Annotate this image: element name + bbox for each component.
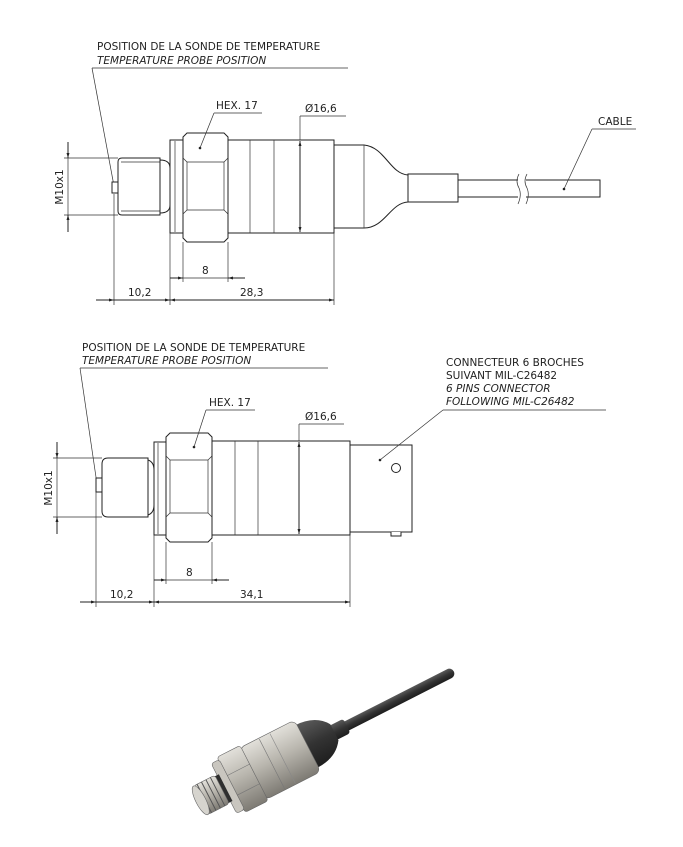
sensor-body	[227, 139, 335, 234]
sensor-body	[211, 440, 351, 536]
thread-label: M10x1	[43, 470, 55, 505]
dim-body-length: 34,1	[240, 589, 263, 601]
thread-fitting	[101, 457, 149, 518]
cable-break-mark	[516, 173, 529, 205]
dim-body-length: 28,3	[240, 287, 263, 299]
connector-key	[391, 463, 401, 473]
flange	[153, 441, 167, 536]
temperature-probe	[95, 477, 103, 493]
probe-label-en: TEMPERATURE PROBE POSITION	[97, 55, 266, 67]
connector-label-fr-1: CONNECTEUR 6 BROCHES	[446, 357, 584, 369]
flange	[169, 139, 184, 234]
dim-probe-offset: 10,2	[128, 287, 151, 299]
cable-sleeve	[407, 173, 459, 203]
render-cable	[330, 668, 455, 737]
connector-label-en-2: FOLLOWING MIL-C26482	[446, 396, 575, 408]
render-boot	[294, 720, 339, 769]
thread-label: M10x1	[54, 169, 66, 204]
dim-hex-width: 8	[186, 567, 193, 579]
bottom-drawing-connector-version: POSITION DE LA SONDE DE TEMPERATURE TEMP…	[43, 342, 606, 607]
dim-hex-width: 8	[202, 265, 209, 277]
probe-label-fr: POSITION DE LA SONDE DE TEMPERATURE	[97, 41, 320, 53]
hex-label: HEX. 17	[209, 397, 251, 409]
dim-probe-offset: 10,2	[110, 589, 133, 601]
probe-label-fr: POSITION DE LA SONDE DE TEMPERATURE	[82, 342, 305, 354]
connector-label-en-1: 6 PINS CONNECTOR	[446, 383, 551, 395]
hex-nut	[165, 432, 213, 543]
thread-fitting	[117, 157, 161, 216]
diameter-label: Ø16,6	[305, 103, 337, 115]
cable-label: CABLE	[598, 116, 632, 128]
diameter-label: Ø16,6	[305, 411, 337, 423]
cable-boot	[333, 144, 409, 229]
hex-label: HEX. 17	[216, 100, 258, 112]
connector	[349, 444, 413, 533]
cable	[458, 179, 601, 198]
sensor-3d-render	[191, 668, 455, 816]
hex-nut	[182, 132, 229, 243]
top-drawing-cable-version: POSITION DE LA SONDE DE TEMPERATURE TEMP…	[54, 41, 636, 305]
temperature-probe	[111, 181, 119, 194]
connector-label-fr-2: SUIVANT MIL-C26482	[446, 370, 557, 382]
probe-label-en: TEMPERATURE PROBE POSITION	[82, 355, 251, 367]
